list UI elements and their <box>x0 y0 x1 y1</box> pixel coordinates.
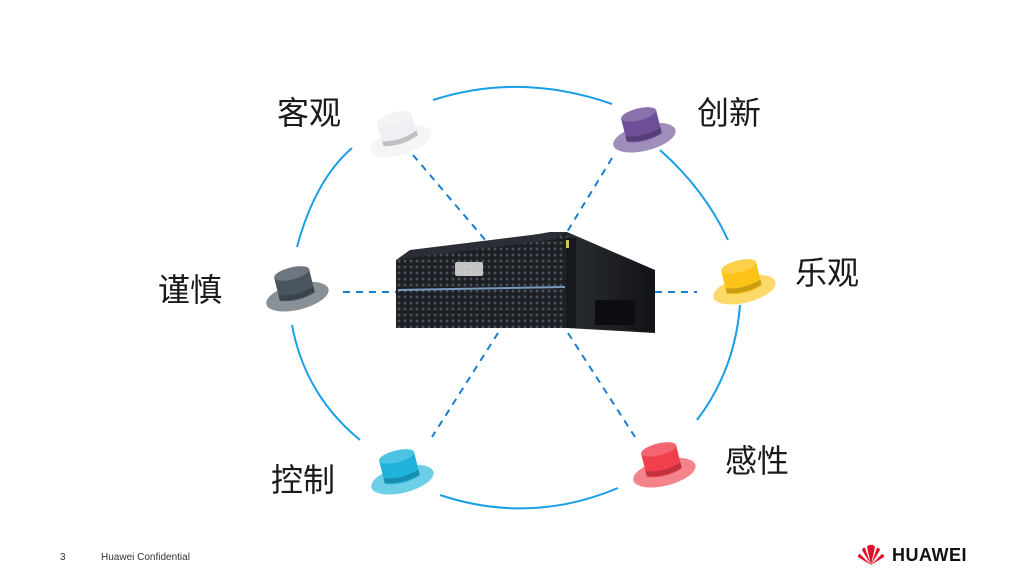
confidential-label: Huawei Confidential <box>101 552 190 563</box>
hat-control-icon <box>364 443 437 500</box>
ring-arc-top <box>433 87 612 104</box>
ring-arc-upper-right <box>660 150 728 240</box>
brand-name: HUAWEI <box>892 545 967 566</box>
hat-cautious-icon <box>259 260 332 317</box>
page-number: 3 <box>60 552 66 563</box>
hat-label-control: 控制 <box>271 464 335 496</box>
connector-creative <box>567 158 612 232</box>
hat-label-emotional: 感性 <box>725 445 789 477</box>
hat-creative-icon <box>606 101 679 158</box>
ring-arc-lower-right <box>697 305 740 420</box>
connector-objective <box>413 155 487 242</box>
ring-arc-bottom <box>440 488 618 508</box>
hat-emotional-icon <box>626 436 699 493</box>
storage-server-icon <box>396 232 655 333</box>
ring-arc-upper-left <box>297 148 352 247</box>
huawei-logo: HUAWEI <box>856 542 967 568</box>
connector-emotional <box>568 333 635 437</box>
hat-objective-icon <box>361 103 435 164</box>
huawei-petal-icon <box>856 543 886 567</box>
hat-label-optimistic: 乐观 <box>795 257 859 289</box>
hat-label-cautious: 谨慎 <box>158 274 222 306</box>
connector-control <box>432 333 498 437</box>
hat-label-objective: 客观 <box>277 97 341 129</box>
hat-label-creative: 创新 <box>697 97 761 129</box>
hat-optimistic-icon <box>706 253 779 310</box>
ring-arc-lower-left <box>292 325 360 440</box>
